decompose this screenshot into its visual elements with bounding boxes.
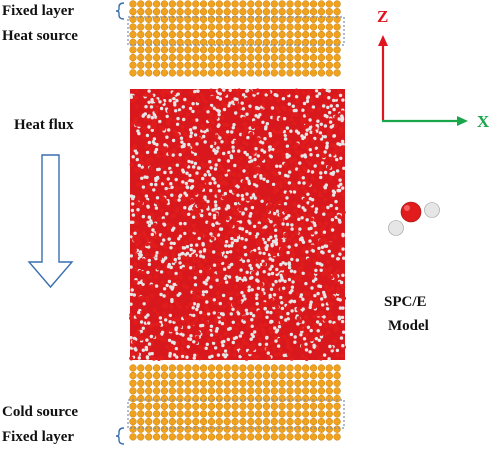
- cold-source-region: [127, 399, 345, 429]
- top-metal-slab: [129, 0, 341, 77]
- heat-flux-label: Heat flux: [14, 117, 74, 133]
- fixed-layer-top-label: Fixed layer: [2, 3, 74, 19]
- fixed-layer-bottom-label: Fixed layer: [2, 429, 74, 445]
- heat-source-region: [127, 16, 345, 46]
- heat-source-label: Heat source: [2, 28, 78, 44]
- cold-source-label: Cold source: [2, 404, 78, 420]
- water-box: [129, 88, 347, 361]
- bottom-metal-slab: [129, 364, 341, 441]
- fixed-layer-bottom-bracket: [115, 427, 125, 445]
- model-label-line1: SPC/E: [384, 294, 427, 310]
- x-axis-label: X: [477, 112, 490, 131]
- z-axis-label: Z: [377, 7, 388, 26]
- z-axis-arrow-icon: [378, 35, 388, 121]
- fixed-layer-top-bracket: [115, 2, 125, 20]
- heat-flux-arrow-icon: [27, 154, 74, 289]
- water-molecule-icon: [388, 201, 440, 236]
- model-label-line2: Model: [388, 318, 429, 334]
- x-axis-arrow-icon: [382, 116, 468, 126]
